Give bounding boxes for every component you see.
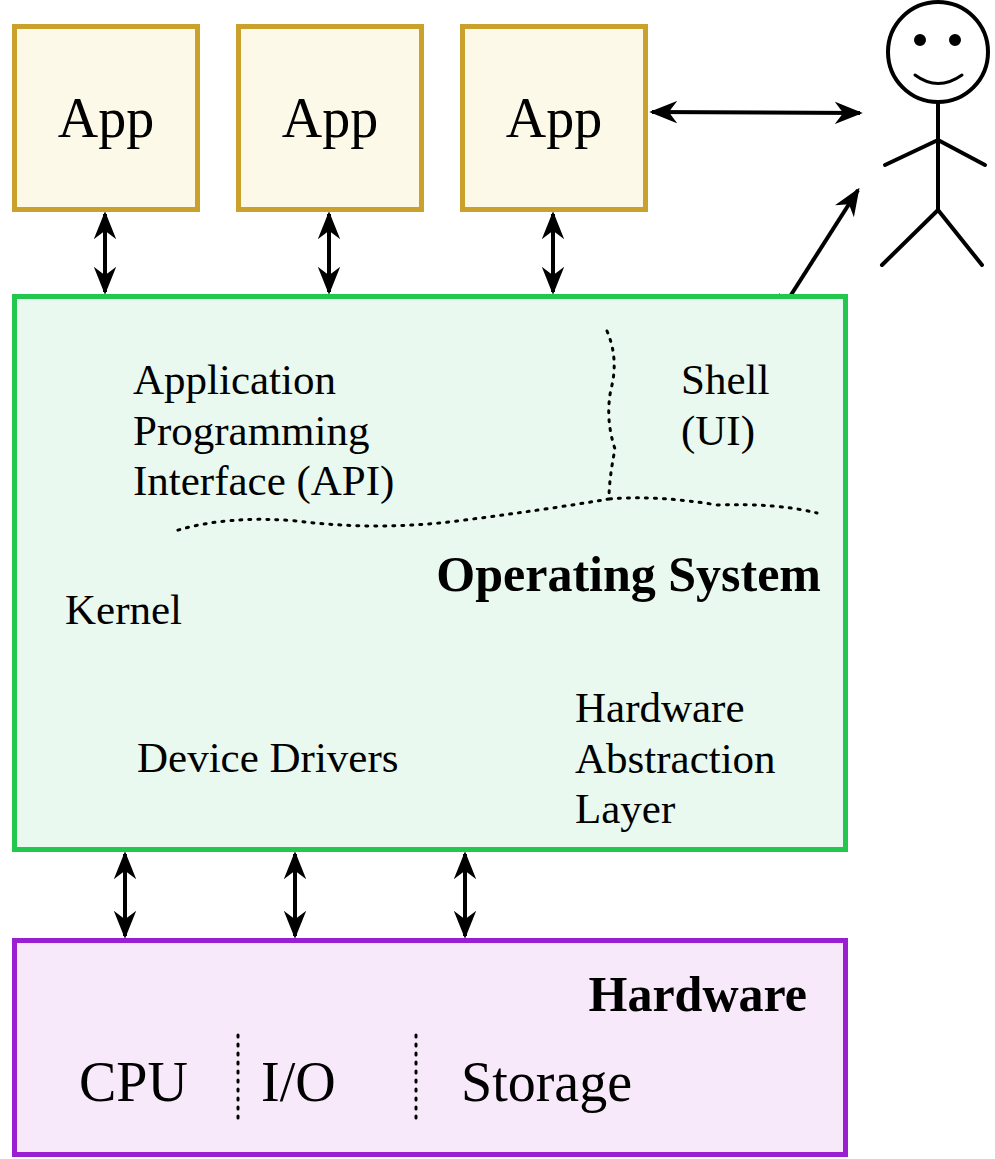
double-arrow — [293, 854, 297, 936]
drivers-label: Device Drivers — [137, 733, 398, 784]
double-arrow — [123, 854, 127, 936]
double-arrow — [327, 214, 331, 292]
cpu-label: CPU — [79, 1049, 188, 1115]
app-box: App — [12, 24, 200, 212]
hardware-box: HardwareCPU I/O Storage — [12, 938, 848, 1157]
os-box: Application Programming Interface (API) S… — [12, 294, 848, 852]
app-label: App — [506, 85, 602, 151]
storage-label: Storage — [461, 1049, 632, 1115]
user-app-arrow — [652, 112, 860, 113]
kernel-label: Kernel — [65, 585, 182, 636]
shell-label: Shell (UI) — [681, 355, 831, 456]
api-label: Application Programming Interface (API) — [133, 355, 443, 507]
app-box: App — [236, 24, 424, 212]
app-label: App — [282, 85, 378, 151]
double-arrow — [463, 854, 467, 936]
app-label: App — [58, 85, 154, 151]
os-title: Operating System — [436, 545, 821, 604]
app-box: App — [460, 24, 648, 212]
hal-label: Hardware Abstraction Layer — [575, 683, 825, 835]
io-label: I/O — [261, 1049, 336, 1115]
double-arrow — [103, 214, 107, 292]
double-arrow — [551, 214, 555, 292]
stick-figure — [882, 2, 988, 265]
hardware-title: Hardware — [589, 965, 807, 1024]
